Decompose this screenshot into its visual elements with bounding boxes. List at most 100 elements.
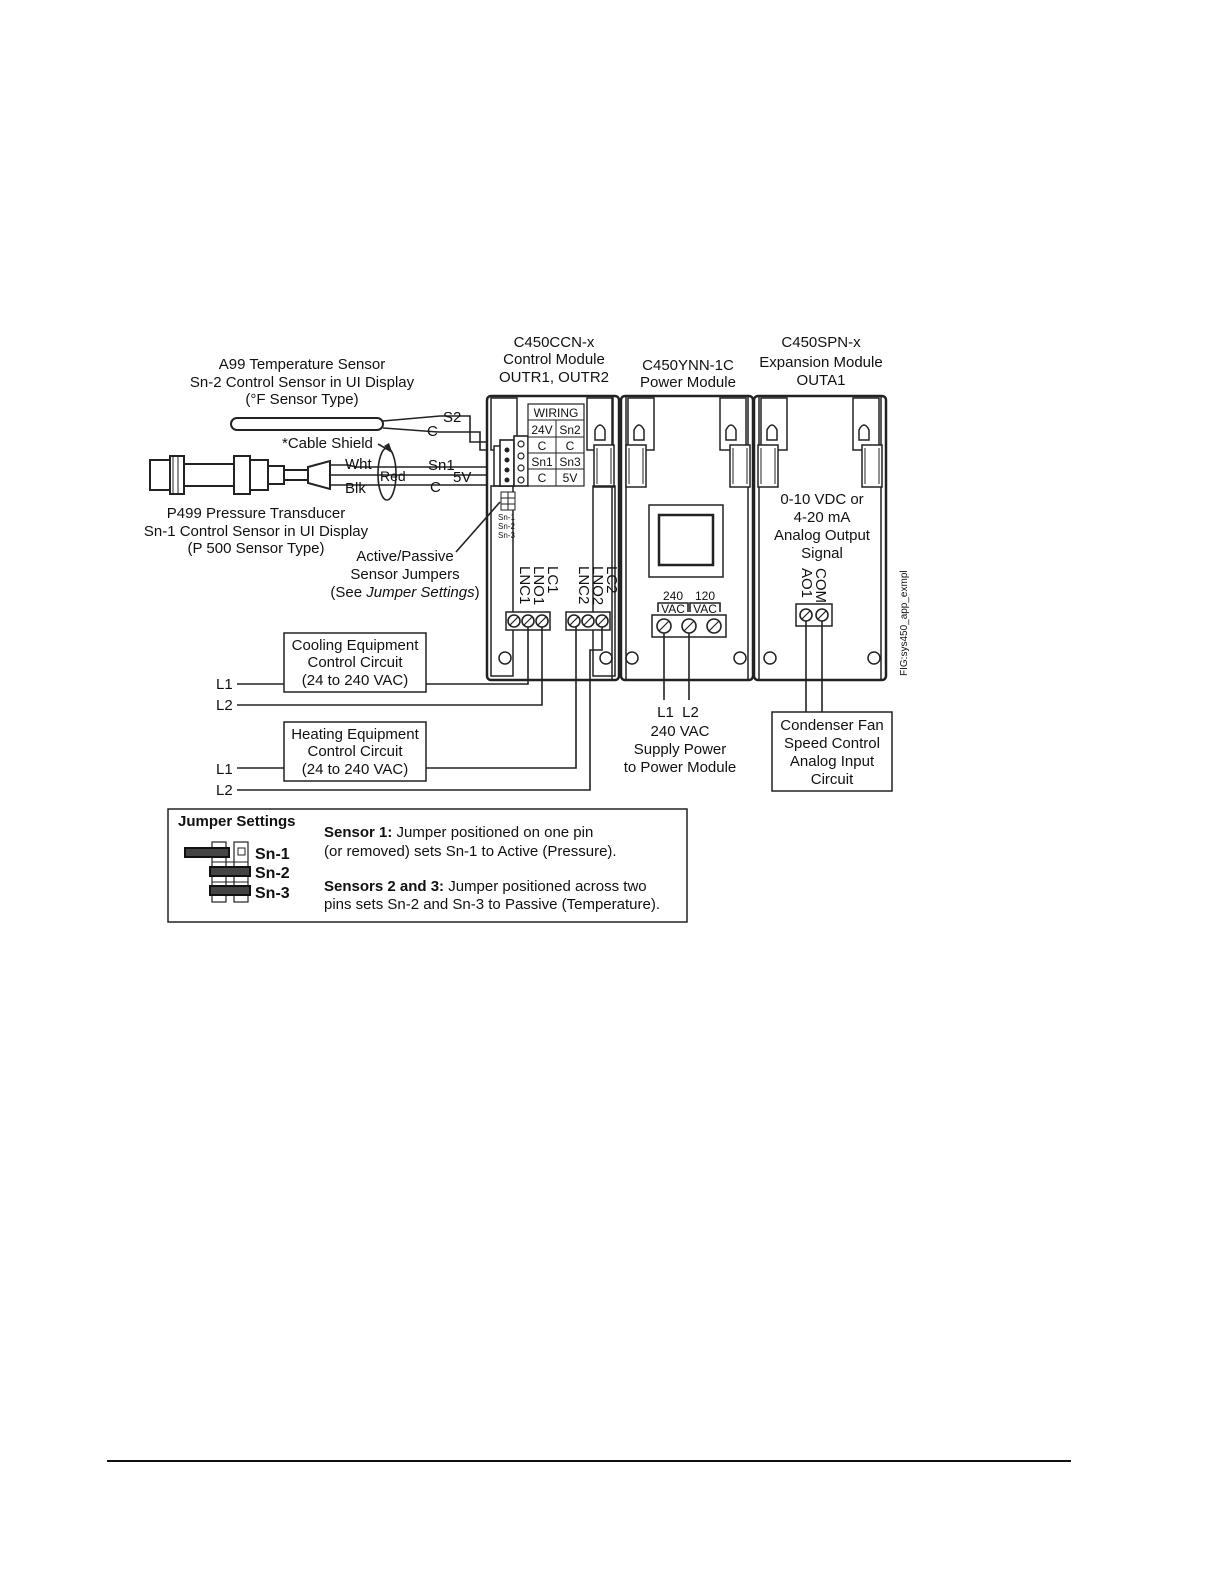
cable-shield-label: *Cable Shield <box>282 435 373 452</box>
figure-id: FIG:sys450_app_exmpl <box>899 570 910 676</box>
expansion-module-output: OUTA1 <box>797 372 846 389</box>
wiring-c2: C <box>538 471 547 485</box>
wiring-5v: 5V <box>563 471 578 485</box>
wiring-label: WIRING 24V C Sn1 C Sn2 C Sn3 5V <box>527 403 585 487</box>
term-lno1: LNO1 <box>530 566 547 605</box>
cooling-line2: Control Circuit <box>307 654 403 671</box>
supply-line4: to Power Module <box>624 759 737 776</box>
wire-label-s2: S2 <box>443 409 461 426</box>
term-120: 120 <box>695 589 715 603</box>
supply-voltage: 240 VAC <box>651 723 710 740</box>
control-module-name: Control Module <box>503 351 605 368</box>
cooling-l2-label: L2 <box>216 697 233 714</box>
cooling-line3: (24 to 240 VAC) <box>302 672 408 689</box>
condenser-line4: Circuit <box>811 771 854 788</box>
wire-label-wht: Wht <box>345 456 373 473</box>
heating-l1-label: L1 <box>216 761 233 778</box>
sensor1-text-line1: Sensor 1: Jumper positioned on one pin <box>324 824 593 841</box>
a99-probe <box>230 415 500 451</box>
supply-l1-l2: L1 L2 <box>657 704 699 721</box>
analog-output-line3: Analog Output <box>774 527 871 544</box>
analog-output-line1: 0-10 VDC or <box>780 491 863 508</box>
jumper-callout-line1: Active/Passive <box>356 548 454 565</box>
term-lc1: LC1 <box>544 566 561 594</box>
wire-label-red: Red <box>380 468 406 484</box>
wiring-sn2: Sn2 <box>559 423 581 437</box>
analog-terminals: COM AO1 <box>795 568 833 627</box>
term-lnc1: LNC1 <box>516 566 533 604</box>
power-terminals: 240 120 VAC VAC <box>651 589 727 638</box>
cooling-line1: Cooling Equipment <box>292 637 420 654</box>
condenser-fan-box: Condenser Fan Speed Control Analog Input… <box>771 711 893 792</box>
cooling-circuit-box: Cooling Equipment Control Circuit (24 to… <box>283 632 427 693</box>
condenser-line1: Condenser Fan <box>780 717 883 734</box>
jumper-callout-line3: (See Jumper Settings) <box>330 584 479 601</box>
sensor23-text-line1: Sensors 2 and 3: Jumper positioned acros… <box>324 878 647 895</box>
analog-output-line4: Signal <box>801 545 843 562</box>
expansion-module-header: C450SPN-x Expansion Module OUTA1 <box>759 334 882 389</box>
a99-sensor-label: A99 Temperature Sensor Sn-2 Control Sens… <box>190 356 415 408</box>
sensor1-text-line2: (or removed) sets Sn-1 to Active (Pressu… <box>324 843 617 860</box>
p499-type: (P 500 Sensor Type) <box>187 540 324 557</box>
supply-power-label: L1 L2 240 VAC Supply Power to Power Modu… <box>624 704 737 776</box>
jumper-label-sn1: Sn-1 <box>255 846 290 863</box>
wiring-sn3: Sn3 <box>559 455 581 469</box>
a99-type: (°F Sensor Type) <box>245 391 358 408</box>
a99-title: A99 Temperature Sensor <box>219 356 386 373</box>
sensor23-text-line2: pins sets Sn-2 and Sn-3 to Passive (Temp… <box>324 896 660 913</box>
heating-line3: (24 to 240 VAC) <box>302 761 408 778</box>
jumper-callout: Active/Passive Sensor Jumpers (See Jumpe… <box>330 548 479 601</box>
wiring-c3: C <box>566 439 575 453</box>
heating-circuit-box: Heating Equipment Control Circuit (24 to… <box>283 721 427 782</box>
jumper-label-sn2: Sn-2 <box>255 865 290 882</box>
expansion-module-name: Expansion Module <box>759 354 882 371</box>
wiring-c1: C <box>538 439 547 453</box>
mini-jumper-sn2: Sn-2 <box>498 522 515 531</box>
p499-label: P499 Pressure Transducer Sn-1 Control Se… <box>144 505 369 557</box>
term-lno2: LNO2 <box>589 566 606 605</box>
cooling-l1-label: L1 <box>216 676 233 693</box>
power-module-model: C450YNN-1C <box>642 357 734 374</box>
wire-label-blk: Blk <box>345 480 366 497</box>
jumper-settings-box: Jumper Settings Sn-1 Sn-2 Sn-3 Sensor 1:… <box>167 808 688 923</box>
wire-label-sn1: Sn1 <box>428 457 455 474</box>
supply-line3: Supply Power <box>634 741 727 758</box>
heating-line1: Heating Equipment <box>291 726 419 743</box>
term-lc2: LC2 <box>603 566 620 594</box>
analog-output-line2: 4-20 mA <box>794 509 851 526</box>
jumper-callout-line2: Sensor Jumpers <box>350 566 459 583</box>
term-ao1: AO1 <box>798 568 815 598</box>
relay2-terminals: LC2 LNO2 LNC2 <box>565 566 620 631</box>
wire-label-c-bottom: C <box>430 479 441 496</box>
mini-jumper-sn1: Sn-1 <box>498 513 515 522</box>
jumper-settings-title: Jumper Settings <box>178 813 296 830</box>
term-vac-240: VAC <box>661 602 685 616</box>
condenser-line2: Speed Control <box>784 735 880 752</box>
control-module-outputs: OUTR1, OUTR2 <box>499 369 609 386</box>
control-module-header: C450CCN-x Control Module OUTR1, OUTR2 <box>499 334 609 386</box>
power-module-name: Power Module <box>640 374 736 391</box>
expansion-module <box>752 394 888 682</box>
heating-line2: Control Circuit <box>307 743 403 760</box>
jumper-callout-line <box>455 501 501 553</box>
term-vac-120: VAC <box>693 602 717 616</box>
sensor-terminal-block <box>499 435 529 487</box>
a99-role: Sn-2 Control Sensor in UI Display <box>190 374 415 391</box>
power-module-header: C450YNN-1C Power Module <box>640 357 736 391</box>
jumper-label-sn3: Sn-3 <box>255 885 290 902</box>
condenser-line3: Analog Input <box>790 753 875 770</box>
heating-l2-label: L2 <box>216 782 233 799</box>
p499-title: P499 Pressure Transducer <box>167 505 345 522</box>
term-lnc2: LNC2 <box>575 566 592 604</box>
mini-jumper-block: Sn-1 Sn-2 Sn-3 <box>498 491 516 540</box>
wire-label-5v: 5V <box>453 469 471 486</box>
p499-transducer <box>149 443 500 501</box>
mini-jumper-sn3: Sn-3 <box>498 531 515 540</box>
control-module-model: C450CCN-x <box>514 334 595 351</box>
p499-role: Sn-1 Control Sensor in UI Display <box>144 523 369 540</box>
expansion-module-model: C450SPN-x <box>781 334 861 351</box>
term-com: COM <box>812 568 829 603</box>
wiring-sn1: Sn1 <box>531 455 553 469</box>
term-240: 240 <box>663 589 683 603</box>
